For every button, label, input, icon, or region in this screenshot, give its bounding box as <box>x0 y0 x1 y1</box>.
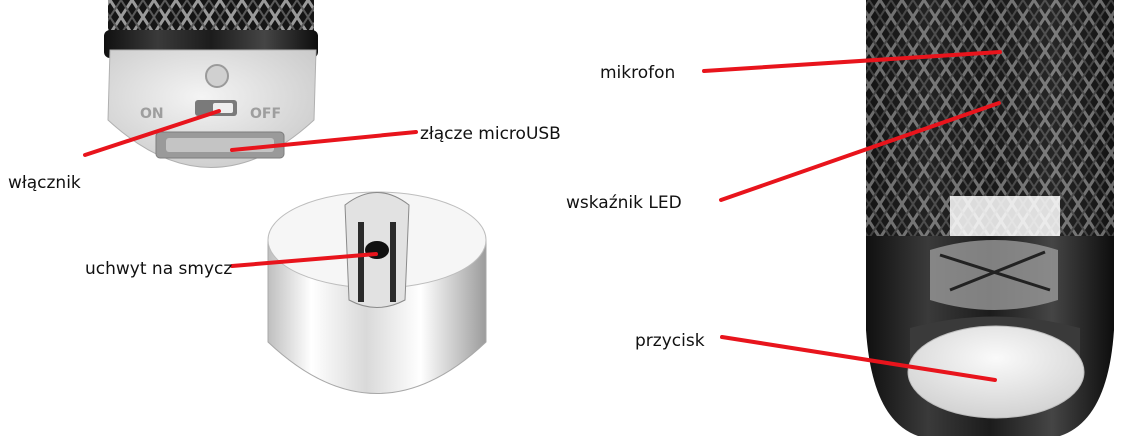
leader-uchwyt <box>230 252 378 268</box>
chrome-highlight <box>950 196 1060 236</box>
label-microusb: złącze microUSB <box>420 124 561 144</box>
lanyard-holder <box>267 191 487 394</box>
leader-led <box>719 101 1001 202</box>
slot-shadow-left <box>358 222 364 302</box>
label-uchwyt: uchwyt na smycz <box>85 259 232 279</box>
mounting-hole <box>205 64 229 88</box>
off-label: OFF <box>250 106 281 122</box>
label-mikrofon: mikrofon <box>600 63 675 83</box>
window-grid <box>939 250 1051 292</box>
leader-mikrofon <box>702 50 1002 73</box>
device-base-with-switch: ON OFF <box>104 0 318 168</box>
label-przycisk: przycisk <box>635 331 705 351</box>
slot-shadow-right <box>390 222 396 302</box>
window-reflection <box>930 240 1058 310</box>
leader-przycisk <box>720 335 997 382</box>
device-body-right <box>866 0 1114 436</box>
label-wlacznik: włącznik <box>8 173 81 193</box>
label-led: wskaźnik LED <box>566 193 682 213</box>
on-label: ON <box>140 106 164 122</box>
leader-microusb <box>230 130 418 152</box>
leader-wlacznik <box>83 109 221 157</box>
microusb-port-inner <box>166 138 274 152</box>
push-button <box>907 325 1085 419</box>
leader-lines <box>83 50 1002 382</box>
